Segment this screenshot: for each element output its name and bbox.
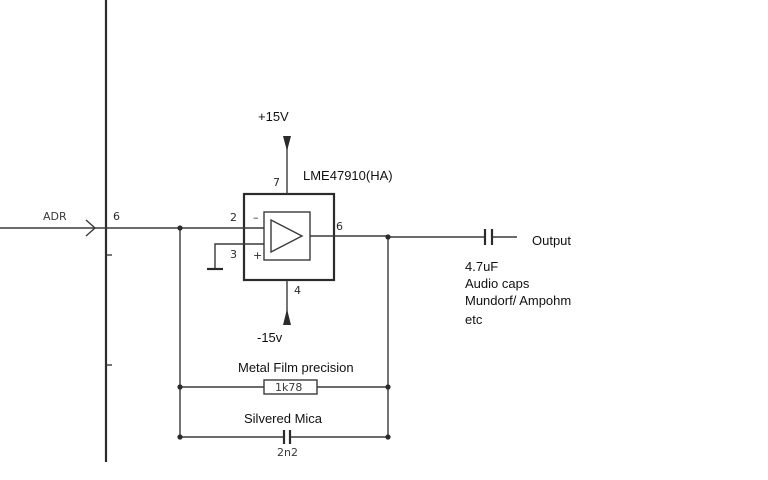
output-cap-brands: Mundorf/ Ampohm [465, 293, 571, 308]
input-signal-label: ADR [43, 210, 67, 223]
pin-4-number: 4 [294, 284, 301, 297]
input-pin-number: 6 [113, 210, 120, 223]
junction-dot [177, 225, 183, 231]
pin-3-number: 3 [230, 248, 237, 261]
output-cap-type: Audio caps [465, 276, 530, 291]
junction-dot [385, 434, 391, 440]
feedback-resistor-note: Metal Film precision [238, 360, 354, 375]
output-cap-etc: etc [465, 312, 483, 327]
non-inverting-input-lead [214, 243, 264, 268]
opamp-part-number: LME47910(HA) [303, 168, 393, 183]
non-inverting-sign: + [253, 249, 262, 262]
input-arrow [85, 219, 97, 237]
junction-dot [385, 384, 391, 390]
positive-supply-arrow [283, 136, 291, 151]
pin-2-number: 2 [230, 211, 237, 224]
junction-dot [177, 434, 183, 440]
feedback-cap-value: 2n2 [277, 446, 298, 459]
inverting-sign: – [253, 211, 259, 224]
positive-supply-label: +15V [258, 109, 289, 124]
output-cap-value: 4.7uF [465, 259, 498, 274]
feedback-cap-note: Silvered Mica [244, 411, 323, 426]
pin-6-number: 6 [336, 220, 343, 233]
pin-7-number: 7 [273, 176, 280, 189]
junction-dot [385, 234, 391, 240]
opamp-triangle [270, 218, 304, 254]
feedback-resistor-value: 1k78 [275, 381, 302, 394]
opamp-package [242, 192, 336, 282]
negative-supply-label: -15v [257, 330, 283, 345]
negative-supply-arrow [283, 309, 291, 325]
output-label: Output [532, 233, 571, 248]
junction-dot [177, 384, 183, 390]
